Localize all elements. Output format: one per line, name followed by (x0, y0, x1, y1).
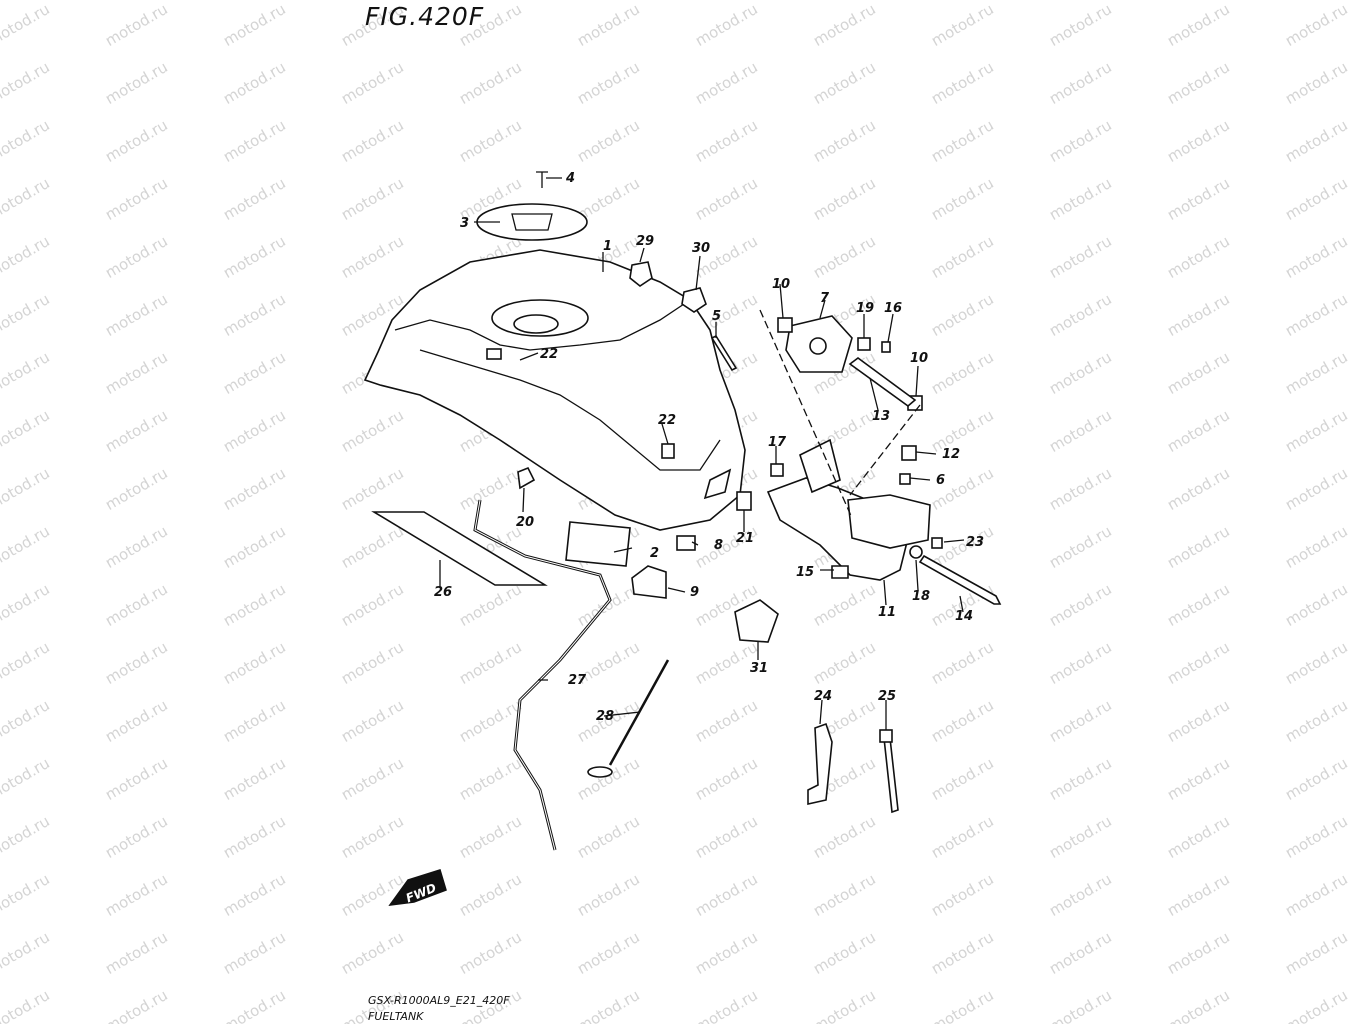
callout-25: 25 (878, 689, 896, 704)
callout-19: 19 (856, 301, 874, 316)
callout-27: 27 (568, 673, 587, 688)
clamp-24-part (807, 722, 833, 805)
collar-10a-part (777, 317, 793, 333)
callout-10a: 10 (772, 277, 790, 292)
pad-20-part (517, 466, 536, 490)
clip-12-part (901, 445, 917, 461)
pad-30-part (681, 287, 707, 313)
callout-3: 3 (460, 216, 469, 231)
callout-4: 4 (565, 171, 575, 186)
callout-17: 17 (768, 435, 787, 450)
callout-5: 5 (712, 309, 721, 324)
callout-14: 14 (955, 609, 973, 624)
bolt-16-part (881, 341, 891, 353)
pad-26-part (371, 511, 548, 586)
hinge-block (847, 494, 931, 549)
callout-28: 28 (596, 709, 614, 724)
callout-18: 18 (912, 589, 930, 604)
callout-24: 24 (814, 689, 832, 704)
nut-23-part (931, 537, 943, 549)
dash-outline (759, 309, 921, 519)
washer-17-part (770, 463, 784, 477)
callout-22a: 22 (540, 347, 558, 362)
callout-22b: 22 (658, 413, 676, 428)
fuel-tank-part (363, 249, 746, 531)
cap-bolt-part (536, 171, 548, 188)
filler-neck (513, 314, 559, 334)
washer-18-part (909, 545, 923, 559)
callout-21: 21 (736, 531, 754, 546)
pad-29-part (629, 261, 653, 287)
bolt-15-part (831, 565, 849, 579)
drain-28-end (587, 766, 613, 778)
callout-12: 12 (942, 447, 960, 462)
callout-16: 16 (884, 301, 902, 316)
callout-30: 30 (692, 241, 710, 256)
callout-11: 11 (878, 605, 896, 620)
fwd-label: FWD (404, 881, 438, 906)
leader-lines (439, 177, 965, 730)
callout-10b: 10 (910, 351, 928, 366)
bolt-14-part (918, 554, 1002, 605)
bracket-9-part (631, 565, 667, 599)
callout-31: 31 (750, 661, 768, 676)
figure-title: FIG.420F (365, 2, 485, 31)
callout-7: 7 (820, 291, 830, 306)
hose-27-inner (474, 499, 611, 851)
collar-2-part (565, 521, 631, 567)
strip-5-part (710, 334, 738, 372)
plate-hole (809, 337, 827, 355)
callout-9: 9 (690, 585, 699, 600)
tank-label-22a (486, 348, 502, 360)
tank-vent (703, 468, 732, 500)
model-code: GSX-R1000AL9_E21_420F (368, 994, 510, 1007)
rod-13-part (848, 357, 917, 408)
figure-caption: FUELTANK (368, 1010, 424, 1023)
callout-13: 13 (872, 409, 890, 424)
fwd-arrow-icon (388, 869, 447, 906)
tank-contour-2 (419, 349, 721, 471)
callout-20: 20 (516, 515, 534, 530)
callout-2: 2 (650, 546, 659, 561)
callout-6: 6 (936, 473, 945, 488)
callout-26: 26 (434, 585, 452, 600)
fuel-cap-cross (511, 213, 553, 231)
nut-6-part (899, 473, 911, 485)
callout-8: 8 (714, 538, 723, 553)
pad-31-part (734, 599, 779, 643)
callout-15: 15 (796, 565, 814, 580)
tank-contour-1 (394, 299, 691, 351)
callout-1: 1 (603, 239, 612, 254)
callout-29: 29 (636, 234, 654, 249)
callout-23: 23 (966, 535, 984, 550)
